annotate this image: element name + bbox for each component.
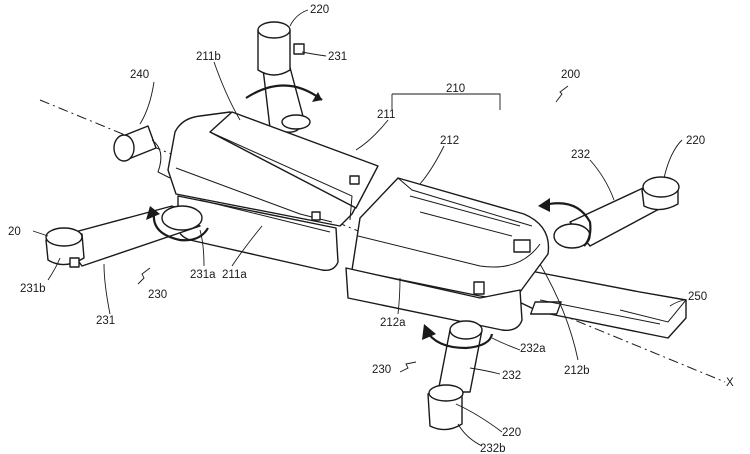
label-220-top: 220 xyxy=(310,4,329,16)
label-231b: 231b xyxy=(20,283,46,295)
label-211a: 211a xyxy=(222,269,247,281)
label-232-right: 232 xyxy=(571,149,590,161)
label-250: 250 xyxy=(688,291,707,303)
label-220-bottom: 220 xyxy=(502,427,521,439)
left-arm-assembly xyxy=(45,205,203,268)
reference-squiggles xyxy=(137,85,569,373)
label-axis-x: X xyxy=(726,377,734,389)
upper-body xyxy=(167,111,379,272)
right-arm-assembly xyxy=(553,176,680,249)
label-240: 240 xyxy=(130,69,149,81)
label-20: 20 xyxy=(8,226,21,238)
bottom-arm-assembly xyxy=(427,320,483,431)
label-231-left: 231 xyxy=(96,315,115,327)
landing-stand xyxy=(514,267,687,339)
leader-lines xyxy=(32,9,685,447)
label-220-right: 220 xyxy=(686,135,705,147)
label-212b: 212b xyxy=(564,365,590,377)
label-211b: 211b xyxy=(196,51,221,63)
label-232a: 232a xyxy=(520,343,546,355)
label-232b: 232b xyxy=(480,443,506,454)
label-230-bottom: 230 xyxy=(372,364,391,376)
annotation-labels: 220 231 211b 240 210 200 211 212 220 232… xyxy=(8,4,734,454)
label-232-bottom: 232 xyxy=(502,370,521,382)
label-200: 200 xyxy=(561,69,580,81)
label-231-top: 231 xyxy=(328,51,347,63)
rotation-arrows xyxy=(146,84,592,350)
top-arm-assembly xyxy=(257,21,311,133)
label-212a: 212a xyxy=(380,317,406,329)
camera-module xyxy=(113,125,171,179)
label-210: 210 xyxy=(446,83,465,95)
lower-body xyxy=(345,177,550,331)
label-230-left: 230 xyxy=(148,289,167,301)
label-231a: 231a xyxy=(190,269,216,281)
label-212: 212 xyxy=(440,135,459,147)
label-211: 211 xyxy=(377,109,395,121)
